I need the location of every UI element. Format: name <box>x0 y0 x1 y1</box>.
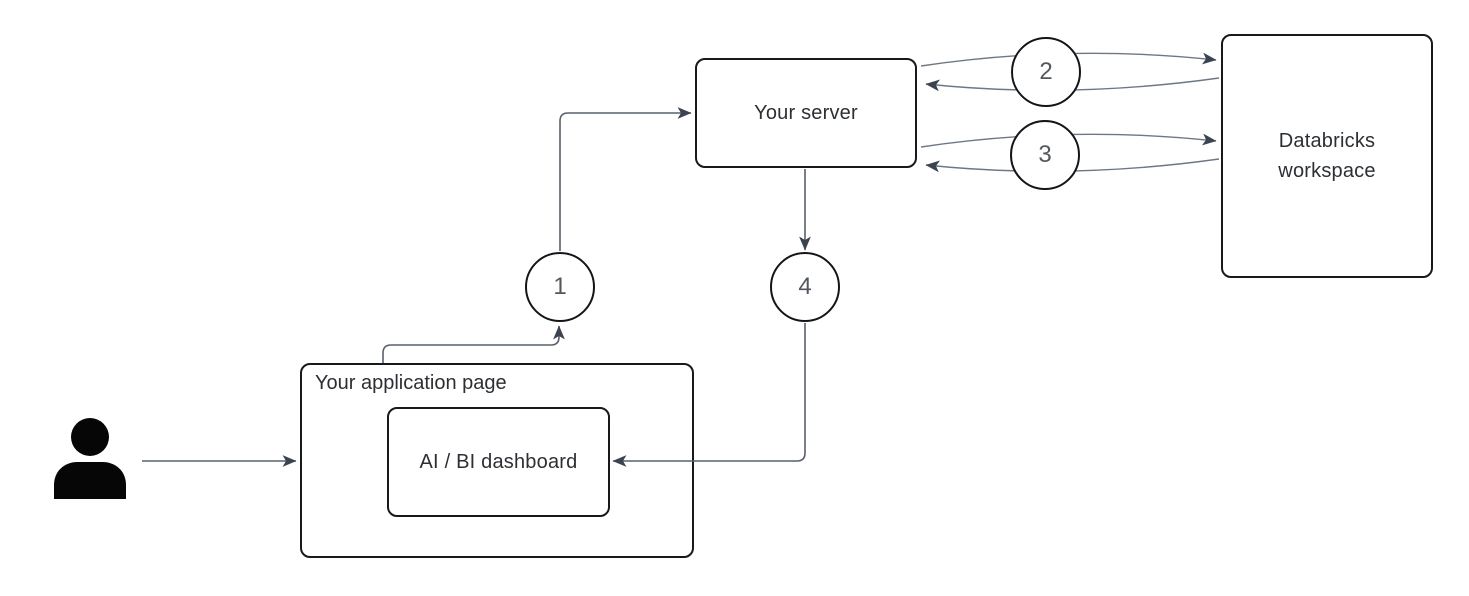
edge-app-page-to-step1 <box>382 325 565 363</box>
person-icon <box>54 418 126 499</box>
application-page-label: Your application page <box>315 372 507 394</box>
databricks-workspace-label: Databricks workspace <box>1278 130 1376 182</box>
aibi-dashboard-label: AI / BI dashboard <box>419 450 578 473</box>
step-circle-1: 1 <box>525 252 595 322</box>
your-server-label: Your server <box>754 101 858 124</box>
edge-step4-to-dashboard <box>612 323 806 467</box>
node-databricks-workspace: Databricks workspace <box>1221 34 1433 278</box>
step-circle-2: 2 <box>1011 37 1081 107</box>
step-1-number: 1 <box>553 273 567 300</box>
step-4-number: 4 <box>798 273 812 300</box>
node-your-server: Your server <box>695 58 917 168</box>
step-2-number: 2 <box>1039 58 1053 85</box>
step-circle-4: 4 <box>770 252 840 322</box>
edge-step1-to-server <box>559 107 692 251</box>
step-3-number: 3 <box>1038 141 1052 168</box>
node-aibi-dashboard: AI / BI dashboard <box>387 407 610 517</box>
step-circle-3: 3 <box>1010 120 1080 190</box>
